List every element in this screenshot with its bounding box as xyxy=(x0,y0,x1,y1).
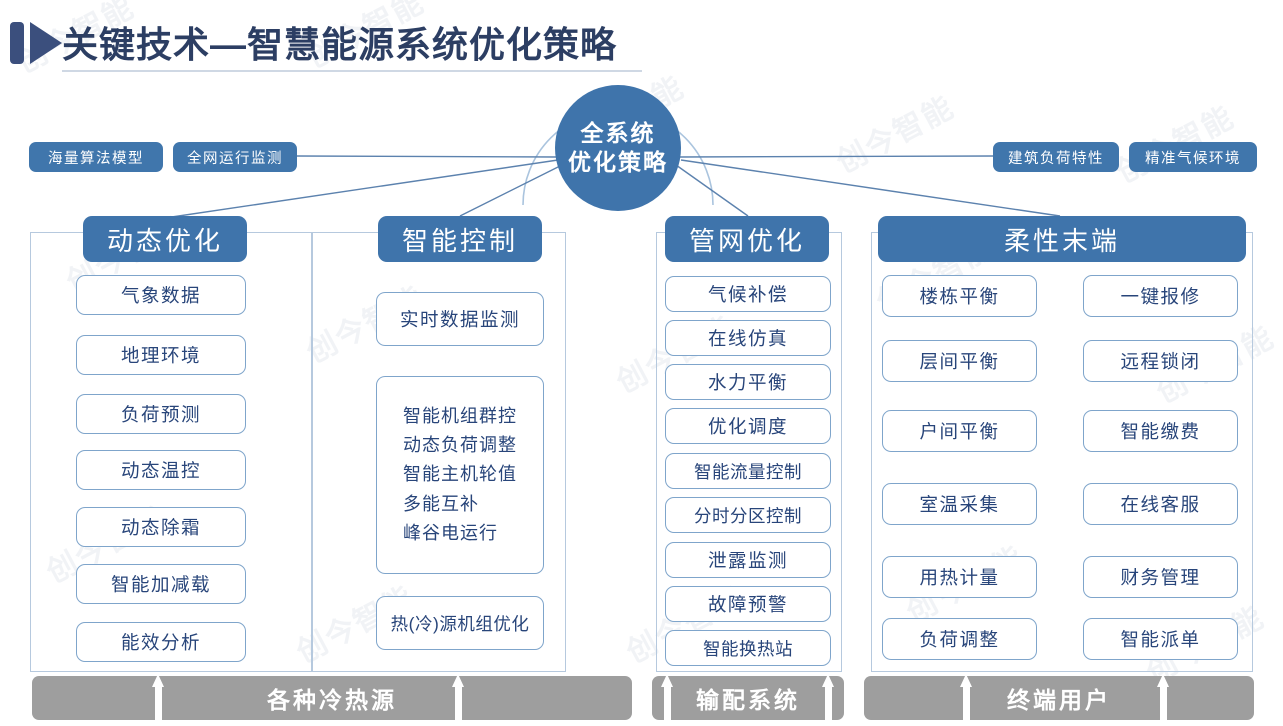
column-3-header[interactable]: 管网优化 xyxy=(665,216,829,262)
chip-c1-4[interactable]: 动态除霜 xyxy=(76,507,246,547)
chip-c4L-3[interactable]: 室温采集 xyxy=(882,483,1037,525)
chip-c2-0[interactable]: 实时数据监测 xyxy=(376,292,544,346)
chip-c2-multi-line-1: 动态负荷调整 xyxy=(403,435,517,456)
chip-c4R-2[interactable]: 智能缴费 xyxy=(1083,410,1238,452)
up-arrow-icon xyxy=(960,674,973,720)
title-divider xyxy=(62,70,642,72)
chip-c4L-0[interactable]: 楼栋平衡 xyxy=(882,275,1037,317)
chip-c4L-4[interactable]: 用热计量 xyxy=(882,556,1037,598)
chip-c3-7[interactable]: 故障预警 xyxy=(665,586,831,622)
chip-c4L-1[interactable]: 层间平衡 xyxy=(882,340,1037,382)
chip-c2-multi-line-2: 智能主机轮值 xyxy=(403,464,517,485)
up-arrow-icon xyxy=(661,674,674,720)
chip-c4L-2[interactable]: 户间平衡 xyxy=(882,410,1037,452)
tag-right-0[interactable]: 建筑负荷特性 xyxy=(993,142,1119,172)
chip-c1-0[interactable]: 气象数据 xyxy=(76,275,246,315)
base-bar-0[interactable]: 各种冷热源 xyxy=(32,676,632,720)
base-bar-2[interactable]: 终端用户 xyxy=(864,676,1254,720)
chip-c1-1[interactable]: 地理环境 xyxy=(76,335,246,375)
tag-left-1[interactable]: 全网运行监测 xyxy=(173,142,297,172)
page-header: 关键技术—智慧能源系统优化策略 xyxy=(0,10,1283,72)
play-bar-triangle-icon xyxy=(10,22,62,64)
up-arrow-icon xyxy=(822,674,835,720)
base-bar-1-label: 输配系统 xyxy=(696,687,800,713)
chip-c2-multi-line-0: 智能机组群控 xyxy=(403,406,517,427)
chip-c2-tail[interactable]: 热(冷)源机组优化 xyxy=(376,596,544,650)
tag-right-1[interactable]: 精准气候环境 xyxy=(1129,142,1257,172)
chip-c2-multi-line-3: 多能互补 xyxy=(403,493,479,514)
up-arrow-icon xyxy=(152,674,165,720)
chip-c2-multi[interactable]: 智能机组群控 动态负荷调整 智能主机轮值 多能互补 峰谷电运行 xyxy=(376,376,544,574)
chip-c2-multi-line-4: 峰谷电运行 xyxy=(403,522,498,543)
chip-c4R-1[interactable]: 远程锁闭 xyxy=(1083,340,1238,382)
chip-c1-3[interactable]: 动态温控 xyxy=(76,450,246,490)
chip-c4R-5[interactable]: 智能派单 xyxy=(1083,618,1238,660)
chip-c4R-4[interactable]: 财务管理 xyxy=(1083,556,1238,598)
center-hub: 全系统 优化策略 xyxy=(555,85,681,211)
chip-c3-6[interactable]: 泄露监测 xyxy=(665,542,831,578)
chip-c3-3[interactable]: 优化调度 xyxy=(665,408,831,444)
base-bar-0-label: 各种冷热源 xyxy=(267,687,397,713)
chip-c4L-5[interactable]: 负荷调整 xyxy=(882,618,1037,660)
column-2-header[interactable]: 智能控制 xyxy=(378,216,542,262)
chip-c3-1[interactable]: 在线仿真 xyxy=(665,320,831,356)
up-arrow-icon xyxy=(452,674,465,720)
chip-c3-8[interactable]: 智能换热站 xyxy=(665,630,831,666)
up-arrow-icon xyxy=(1157,674,1170,720)
base-bar-2-label: 终端用户 xyxy=(1007,687,1111,713)
chip-c3-0[interactable]: 气候补偿 xyxy=(665,276,831,312)
chip-c4R-3[interactable]: 在线客服 xyxy=(1083,483,1238,525)
chip-c3-2[interactable]: 水力平衡 xyxy=(665,364,831,400)
column-4-header[interactable]: 柔性末端 xyxy=(878,216,1246,262)
chip-c3-4[interactable]: 智能流量控制 xyxy=(665,453,831,489)
chip-c4R-0[interactable]: 一键报修 xyxy=(1083,275,1238,317)
chip-c1-6[interactable]: 能效分析 xyxy=(76,622,246,662)
chip-c1-5[interactable]: 智能加减载 xyxy=(76,564,246,604)
tag-left-0[interactable]: 海量算法模型 xyxy=(29,142,163,172)
chip-c3-5[interactable]: 分时分区控制 xyxy=(665,497,831,533)
base-bar-1[interactable]: 输配系统 xyxy=(652,676,844,720)
chip-c1-2[interactable]: 负荷预测 xyxy=(76,394,246,434)
page-title: 关键技术—智慧能源系统优化策略 xyxy=(62,24,618,65)
hub-line-1: 全系统 xyxy=(580,120,656,147)
column-1-header[interactable]: 动态优化 xyxy=(83,216,247,262)
hub-line-2: 优化策略 xyxy=(568,149,668,175)
